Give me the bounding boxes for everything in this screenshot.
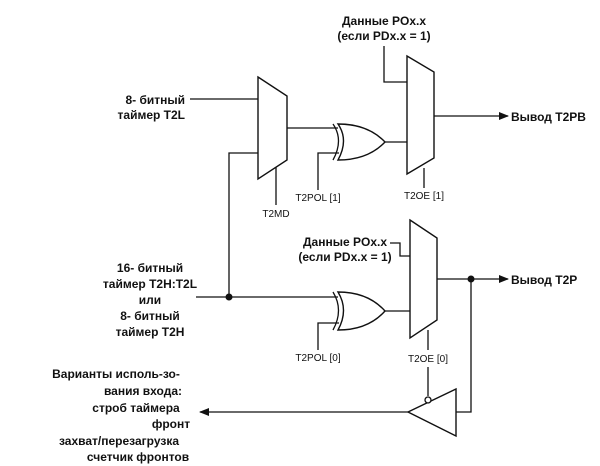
buffer-enable-bubble <box>424 396 432 404</box>
xor2-input-curve <box>332 291 340 331</box>
xor-gate-t2pol1 <box>336 123 386 161</box>
input-modes-line6: счетчик фронтов <box>87 450 189 464</box>
wire-t2pol1 <box>317 152 339 190</box>
t2md-label: T2MD <box>262 209 289 220</box>
wire-t2h-to-mux1 <box>228 152 258 297</box>
input-buffer <box>406 387 457 438</box>
top-data-label-line1: Данные POx.x <box>342 14 426 28</box>
input-modes-line1: Варианты исполь-зо- <box>52 367 180 381</box>
timer16-label-line3: или <box>139 293 161 307</box>
timer16-label-line1: 16- битный <box>117 261 183 275</box>
input-modes-line5: захват/перезагрузка <box>59 434 179 448</box>
top-data-label-line2: (если PDx.x = 1) <box>337 29 430 43</box>
timer16-label-line2: таймер T2H:T2L <box>103 277 197 291</box>
mux-t2pb-select <box>257 75 288 181</box>
input-modes-line3: строб таймера <box>92 401 180 415</box>
mux-t2p-output <box>409 218 438 340</box>
timer8-low-label-line1: 8- битный <box>125 93 185 107</box>
mux-t2pb-output <box>406 54 435 176</box>
t2oe0-label: T2OE [0] <box>408 354 448 365</box>
timer16-label-line5: таймер T2H <box>116 325 185 339</box>
mid-data-label-line2: (если PDx.x = 1) <box>298 250 391 264</box>
t2oe1-label: T2OE [1] <box>404 191 444 202</box>
junction-dot <box>225 293 233 301</box>
xor-gate-t2pol0 <box>336 291 386 331</box>
output-t2p-label: Вывод T2P <box>511 273 577 287</box>
input-modes-line2: вания входа: <box>104 384 182 398</box>
timer16-label-line4: 8- битный <box>120 309 180 323</box>
t2pol1-label: T2POL [1] <box>295 193 340 204</box>
timer8-low-label-line2: таймер T2L <box>118 108 185 122</box>
wire-mid-data-to-mux3 <box>390 242 410 257</box>
wire-t2p-feedback <box>456 279 472 413</box>
wire-t2pol0 <box>317 322 339 350</box>
mid-data-label-line1: Данные POx.x <box>303 235 387 249</box>
wire-top-data-to-mux2 <box>383 46 407 83</box>
xor1-input-curve <box>332 123 340 161</box>
t2pol0-label: T2POL [0] <box>295 353 340 364</box>
input-modes-line4: фронт <box>152 417 190 431</box>
output-t2pb-label: Вывод T2PB <box>511 110 586 124</box>
